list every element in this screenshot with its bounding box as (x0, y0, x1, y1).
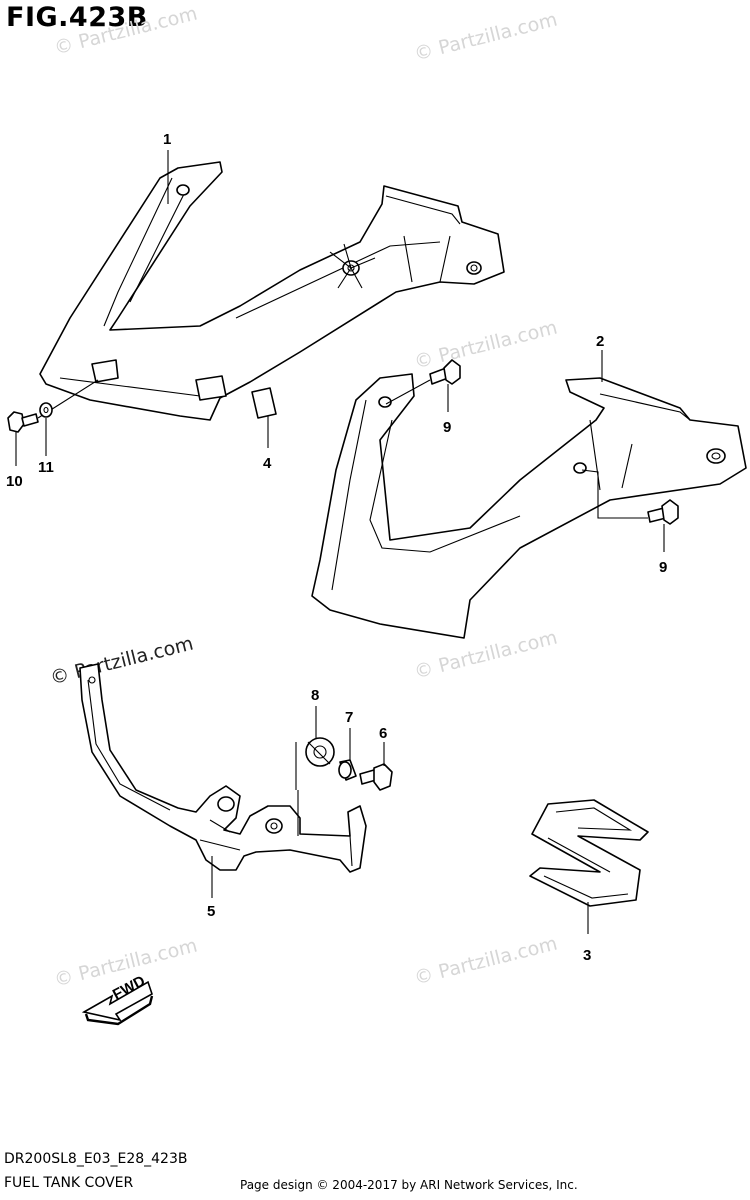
fwd-arrow: FWD (81, 972, 154, 1026)
part-1-tank-cover-left (39, 161, 505, 421)
part-6-bolt (359, 763, 393, 791)
callout-2: 2 (596, 333, 604, 350)
model-code: DR200SL8_E03_E28_423B (4, 1151, 188, 1167)
section-title: FUEL TANK COVER (4, 1175, 134, 1191)
callout-7: 7 (345, 709, 353, 726)
part-5-bracket (79, 663, 367, 873)
callout-3: 3 (583, 947, 591, 964)
part-3-emblem (529, 799, 649, 907)
callout-10: 10 (6, 473, 23, 490)
callout-8: 8 (311, 687, 319, 704)
callout-11: 11 (38, 459, 54, 476)
assembly-lead-line (295, 742, 299, 836)
page-credit: Page design © 2004-2017 by ARI Network S… (240, 1178, 578, 1192)
callout-5: 5 (207, 903, 215, 920)
callout-9-lower: 9 (659, 559, 667, 576)
callout-1: 1 (163, 131, 171, 148)
part-9-bolt-upper (385, 359, 461, 405)
part-7-collar (338, 759, 357, 781)
part-4-pad (251, 387, 277, 419)
part-8-grommet (305, 737, 335, 767)
callout-6: 6 (379, 725, 387, 742)
callout-4: 4 (263, 455, 272, 472)
figure-title: FIG.423B (6, 2, 148, 33)
part-11-washer (39, 402, 53, 418)
part-2-tank-cover-right (311, 373, 747, 639)
part-9-bolt-lower (581, 469, 679, 525)
callout-9-upper: 9 (443, 419, 451, 436)
